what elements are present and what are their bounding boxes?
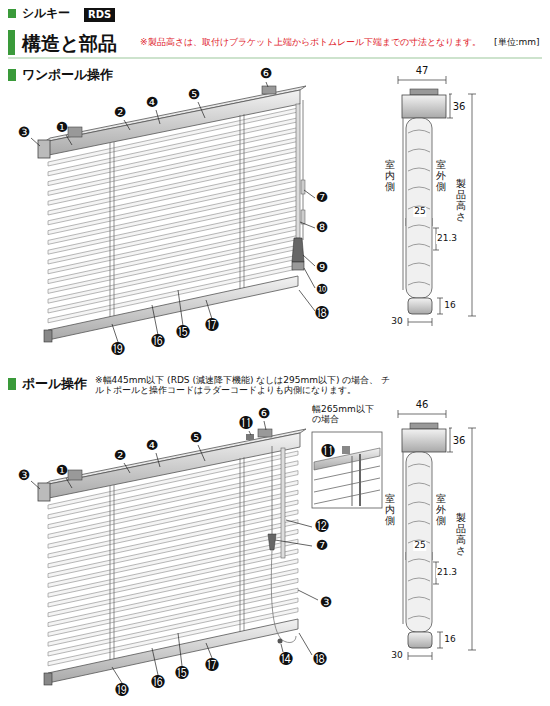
callout-number: ❸: [320, 595, 333, 610]
callout-number: ⓮: [279, 652, 293, 667]
callout-number: ❺: [188, 87, 201, 102]
callout-number: ⓰: [151, 334, 165, 349]
dimension-value: 21.3: [436, 568, 458, 578]
dimension-value: 47: [415, 65, 430, 76]
callout-number: ⓲: [313, 652, 327, 667]
subsection-title: ポール操作: [22, 377, 87, 391]
callout-number: ❹: [146, 95, 159, 110]
note: ※製品高さは、取付けブラケット上端からボトムレール下端までの寸法となります。: [140, 38, 481, 48]
callout-number: ❸: [18, 125, 31, 140]
pole-operation: [246, 429, 382, 644]
dimension-value: 16: [443, 635, 456, 645]
callout-number: ❾: [316, 260, 329, 275]
badge-box: RDS: [84, 8, 115, 22]
dimension-value: 46: [415, 399, 430, 410]
dimension-value: 16: [443, 301, 456, 311]
section-title: 構造と部品: [22, 33, 117, 54]
dimension-value: 21.3: [436, 234, 458, 244]
callout-number: ⓯: [175, 666, 189, 681]
callout-number: ❻: [260, 66, 273, 81]
callout-number: ❻: [258, 406, 271, 421]
callout-number: ⓲: [315, 306, 329, 321]
dimension-value: 30: [390, 651, 403, 661]
callout-number: ❼: [316, 190, 329, 205]
note: ※幅445mm以下 (RDS (減速降下機能) なしは295mm以下) の場合、…: [95, 376, 395, 396]
callout-number: ❸: [18, 468, 31, 483]
side-label: 室内側: [385, 493, 395, 526]
callout-number: ❽: [316, 220, 329, 235]
unit-note: [単位:mm]: [494, 38, 540, 48]
dimension-value: 36: [452, 435, 467, 446]
dimension-value: 25: [413, 541, 426, 551]
side-label: 室外側: [436, 159, 446, 192]
callout-number: ❷: [114, 448, 127, 463]
callout-number: ⓳: [115, 683, 129, 698]
callout-number: ⓱: [205, 658, 219, 673]
one-pole: [262, 86, 305, 270]
callout-number: ❹: [146, 438, 159, 453]
dimension-value: 30: [390, 317, 403, 327]
dimension-label: 製品高さ: [456, 512, 466, 556]
dimension-value: 36: [452, 101, 467, 112]
callout-number: ❶: [56, 120, 69, 135]
dimension-label: 製品高さ: [456, 178, 466, 222]
callout-number: ⓬: [315, 519, 329, 534]
callout-number: ⓫: [239, 416, 253, 431]
callout-number: ⓫: [321, 444, 335, 459]
badge-text: RDS: [88, 9, 111, 20]
dimension-value: 25: [413, 207, 426, 217]
side-label: 室内側: [385, 159, 395, 192]
callout-number: ⓯: [176, 325, 190, 340]
side-label: 室外側: [436, 493, 446, 526]
series-name: シルキー: [22, 7, 70, 20]
callout-number: ❼: [316, 538, 329, 553]
callout-number: ❶: [56, 463, 69, 478]
callout-number: ⓰: [151, 675, 165, 690]
callout-number: ❺: [190, 430, 203, 445]
callout-number: ⓱: [205, 318, 219, 333]
callout-number: ⓳: [111, 342, 125, 357]
subsection-title: ワンポール操作: [22, 68, 113, 82]
note: 幅265mm以下 の場合: [312, 405, 380, 425]
callout-number: ❿: [316, 282, 329, 297]
callout-number: ❷: [114, 105, 127, 120]
